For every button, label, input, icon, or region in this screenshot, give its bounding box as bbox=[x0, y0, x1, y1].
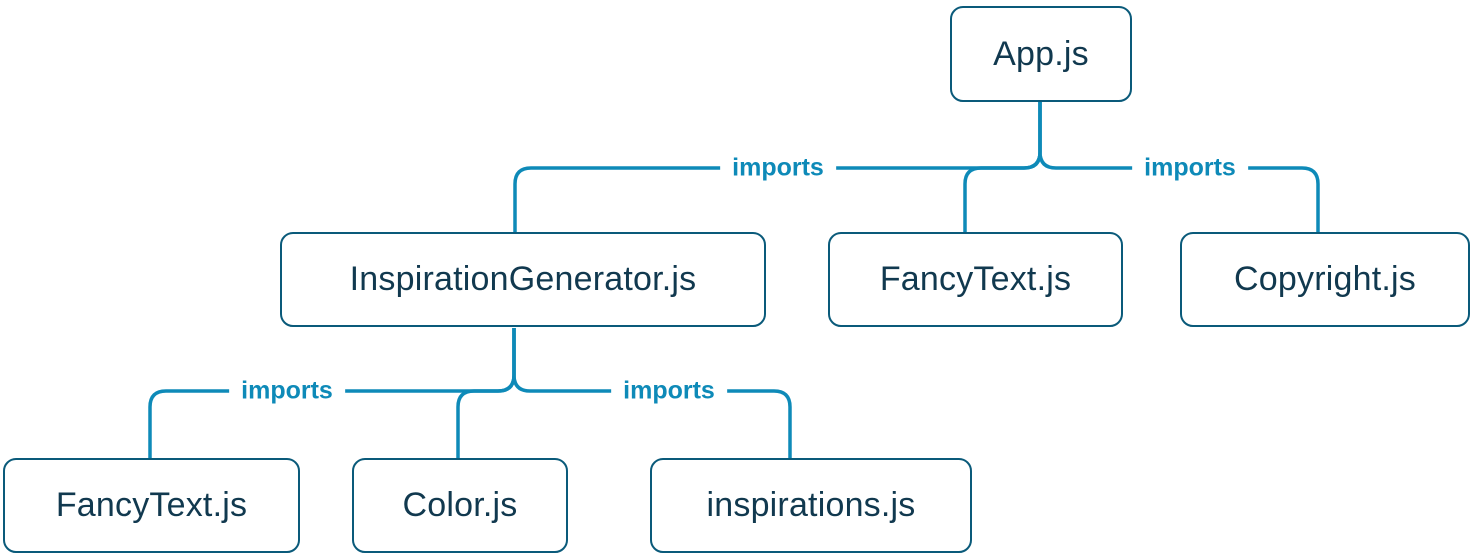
edge-label-imports-app-inspirationgenerator: imports bbox=[720, 153, 836, 183]
node-fancy-text-js-bottom: FancyText.js bbox=[3, 458, 300, 553]
node-inspirations-js-label: inspirations.js bbox=[706, 486, 916, 524]
node-fancy-text-js-bottom-label: FancyText.js bbox=[55, 486, 248, 524]
node-copyright-js: Copyright.js bbox=[1180, 232, 1470, 327]
node-color-js-label: Color.js bbox=[402, 486, 518, 524]
node-fancy-text-js-top-label: FancyText.js bbox=[879, 260, 1072, 298]
node-inspiration-generator-js-label: InspirationGenerator.js bbox=[349, 260, 697, 298]
node-inspiration-generator-js: InspirationGenerator.js bbox=[280, 232, 766, 327]
edge-label-imports-inspirationgenerator-fancytext: imports bbox=[229, 376, 345, 406]
node-fancy-text-js-top: FancyText.js bbox=[828, 232, 1123, 327]
node-app-js-label: App.js bbox=[993, 34, 1089, 73]
node-inspirations-js: inspirations.js bbox=[650, 458, 972, 553]
edge-label-imports-app-copyright: imports bbox=[1132, 153, 1248, 183]
node-app-js: App.js bbox=[950, 6, 1132, 102]
edge-app-to-fancytext bbox=[963, 102, 1042, 233]
node-copyright-js-label: Copyright.js bbox=[1234, 260, 1416, 298]
edge-inspirationgenerator-to-color bbox=[456, 328, 516, 459]
edge-label-imports-inspirationgenerator-inspirations: imports bbox=[611, 376, 727, 406]
node-color-js: Color.js bbox=[352, 458, 568, 553]
